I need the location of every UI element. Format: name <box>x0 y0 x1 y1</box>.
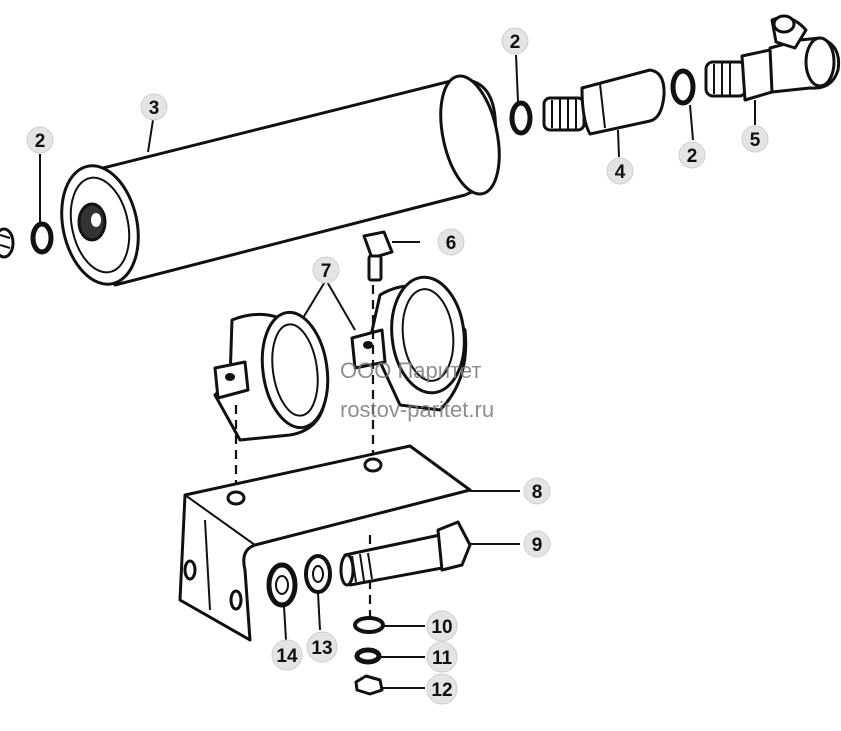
washer-14 <box>266 562 298 608</box>
callout-12: 12 <box>426 673 458 705</box>
watermark-company: ООО Паритет <box>340 358 481 383</box>
callout-8: 8 <box>523 477 551 505</box>
callout-14: 14 <box>271 639 303 671</box>
callout-2-right: 2 <box>678 141 706 169</box>
svg-text:11: 11 <box>432 648 453 669</box>
svg-text:12: 12 <box>431 680 452 701</box>
svg-text:7: 7 <box>321 261 332 282</box>
svg-text:5: 5 <box>750 130 761 151</box>
svg-text:3: 3 <box>149 98 160 119</box>
callout-13: 13 <box>306 631 338 663</box>
washer-top <box>509 100 533 136</box>
svg-text:10: 10 <box>431 617 452 638</box>
nut-12 <box>354 674 384 696</box>
washer-14-hole <box>275 575 289 595</box>
svg-text:2: 2 <box>35 131 46 152</box>
lock-washer-11 <box>354 647 382 665</box>
clamp-left <box>213 310 330 442</box>
callout-5: 5 <box>741 125 769 153</box>
washer-13 <box>304 554 332 594</box>
svg-text:4: 4 <box>615 162 626 183</box>
receiver-cylinder <box>60 74 501 287</box>
mounting-bracket <box>178 444 472 642</box>
svg-text:9: 9 <box>532 535 543 556</box>
svg-text:6: 6 <box>446 233 457 254</box>
callout-2-left: 2 <box>26 126 54 154</box>
callout-6: 6 <box>437 228 465 256</box>
svg-text:2: 2 <box>687 146 698 167</box>
washer-13-hole <box>312 565 324 583</box>
callout-11: 11 <box>426 641 458 673</box>
adapter-fitting <box>542 68 666 136</box>
callout-4: 4 <box>606 157 634 185</box>
callout-3: 3 <box>140 93 168 121</box>
small-bolt <box>362 230 394 282</box>
svg-text:8: 8 <box>532 482 543 503</box>
svg-text:14: 14 <box>276 646 298 667</box>
callout-7: 7 <box>312 256 340 284</box>
leader-lines <box>39 54 756 689</box>
svg-text:13: 13 <box>311 638 332 659</box>
callout-10: 10 <box>426 610 458 642</box>
elbow-fitting <box>704 14 841 102</box>
svg-text:2: 2 <box>510 32 521 53</box>
washer-left <box>30 221 54 255</box>
watermark-url: rostov-paritet.ru <box>340 397 494 422</box>
left-fitting-stub <box>0 227 15 259</box>
callout-2-top: 2 <box>501 27 529 55</box>
flat-washer-10 <box>353 616 385 634</box>
large-bolt <box>339 520 472 587</box>
clamp-right <box>350 275 468 412</box>
washer-right <box>670 68 696 106</box>
callout-9: 9 <box>523 530 551 558</box>
